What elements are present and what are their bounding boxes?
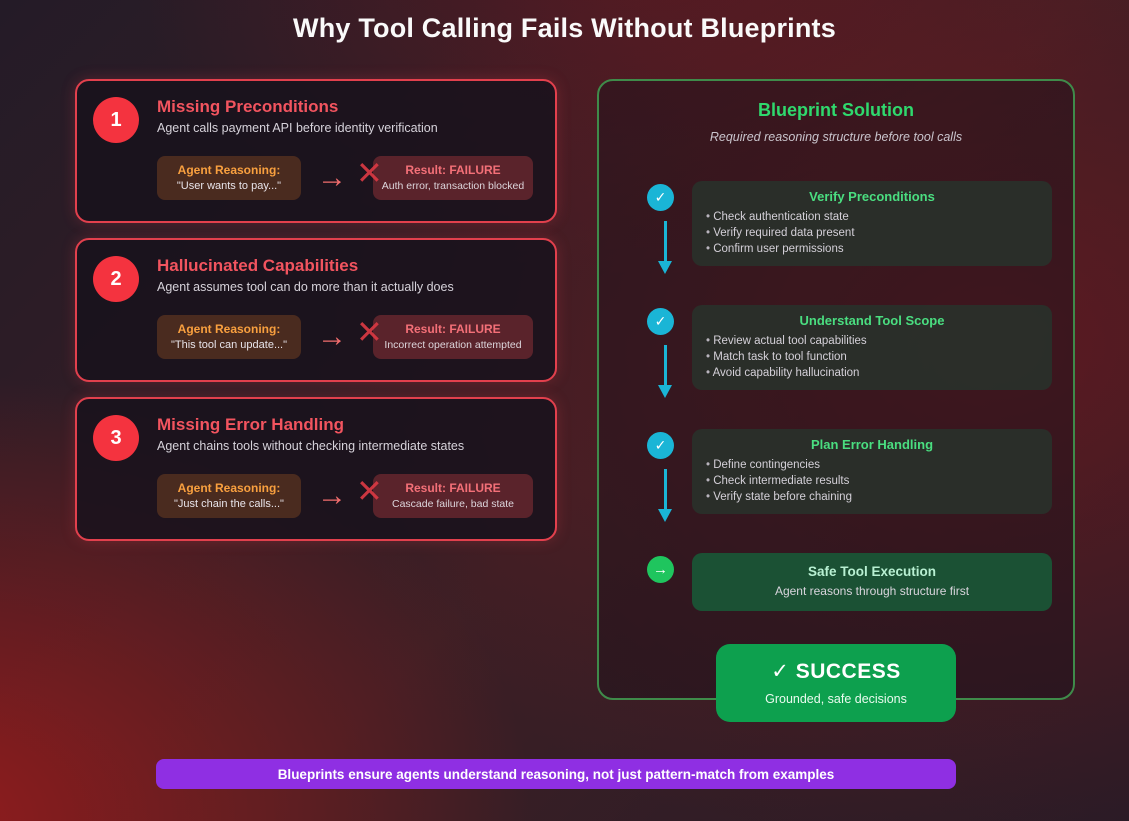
step-title: Verify Preconditions [809,189,935,204]
result-detail: Auth error, transaction blocked [381,180,525,192]
safe-execution-subtitle: Agent reasons through structure first [774,584,970,598]
step-bullet: Check authentication state [706,209,1038,225]
agent-reasoning-quote: "This tool can update..." [170,339,288,351]
step-bullet: Define contingencies [706,457,1038,473]
cross-icon: ✕ [356,473,383,509]
safe-execution-title: Safe Tool Execution [807,564,937,579]
result-failure-box: Result: FAILURE Cascade failure, bad sta… [373,474,533,518]
down-arrow-icon [658,345,672,398]
failure-subtitle: Agent assumes tool can do more than it a… [157,280,454,294]
safe-execution-box: Safe Tool Execution Agent reasons throug… [692,553,1052,611]
agent-reasoning-box: Agent Reasoning: "User wants to pay..." [157,156,301,200]
agent-reasoning-quote: "User wants to pay..." [176,180,282,192]
agent-reasoning-box: Agent Reasoning: "This tool can update..… [157,315,301,359]
agent-reasoning-label: Agent Reasoning: [177,481,281,495]
cross-icon: ✕ [356,314,383,350]
step-understand-tool-scope: ✓ Understand Tool Scope Review actual to… [619,305,1053,398]
result-label: Result: FAILURE [405,322,501,336]
step-bullet: Match task to tool function [706,349,1038,365]
result-label: Result: FAILURE [405,163,501,177]
failure-cards-column: 1 Missing Preconditions Agent calls paym… [75,79,557,556]
step-bullet: Verify required data present [706,225,1038,241]
down-arrow-icon [658,469,672,522]
solution-title: Blueprint Solution [758,100,914,120]
step-safe-tool-execution: → Safe Tool Execution Agent reasons thro… [619,553,1053,611]
blueprint-solution-panel: Blueprint Solution Required reasoning st… [597,79,1075,722]
arrow-right-circle-icon: → [647,556,674,583]
down-arrow-icon [658,221,672,274]
arrow-right-icon: → [317,161,347,194]
solution-subtitle: Required reasoning structure before tool… [709,130,963,144]
result-detail: Cascade failure, bad state [392,498,514,510]
check-circle-icon: ✓ [647,308,674,335]
agent-reasoning-label: Agent Reasoning: [177,163,281,177]
failure-subtitle: Agent chains tools without checking inte… [157,439,465,453]
result-failure-box: Result: FAILURE Auth error, transaction … [373,156,533,200]
success-title: ✓ SUCCESS [771,660,901,683]
failure-card-missing-error-handling: 3 Missing Error Handling Agent chains to… [75,397,557,541]
failure-card-missing-preconditions: 1 Missing Preconditions Agent calls paym… [75,79,557,223]
agent-reasoning-label: Agent Reasoning: [177,322,281,336]
step-title: Plan Error Handling [810,437,934,452]
step-verify-preconditions: ✓ Verify Preconditions Check authenticat… [619,181,1053,274]
failure-number-badge: 1 [93,97,139,143]
page-title: Why Tool Calling Fails Without Blueprint… [293,13,836,43]
step-title: Understand Tool Scope [799,313,945,328]
result-failure-box: Result: FAILURE Incorrect operation atte… [373,315,533,359]
failure-subtitle: Agent calls payment API before identity … [157,121,438,135]
step-box: Plan Error Handling Define contingencies… [692,429,1052,514]
agent-reasoning-box: Agent Reasoning: "Just chain the calls..… [157,474,301,518]
failure-title: Missing Preconditions [157,97,339,116]
step-box: Verify Preconditions Check authenticatio… [692,181,1052,266]
failure-number-badge: 3 [93,415,139,461]
step-bullet: Avoid capability hallucination [706,365,1038,381]
result-label: Result: FAILURE [405,481,501,495]
failure-card-hallucinated-capabilities: 2 Hallucinated Capabilities Agent assume… [75,238,557,382]
cross-icon: ✕ [356,155,383,191]
step-bullet: Verify state before chaining [706,489,1038,505]
failure-title: Missing Error Handling [157,415,345,434]
arrow-right-icon: → [317,320,347,353]
success-badge: ✓ SUCCESS Grounded, safe decisions [716,644,956,722]
arrow-right-icon: → [317,479,347,512]
check-circle-icon: ✓ [647,432,674,459]
step-bullet: Check intermediate results [706,473,1038,489]
step-plan-error-handling: ✓ Plan Error Handling Define contingenci… [619,429,1053,522]
step-bullet: Confirm user permissions [706,241,1038,257]
failure-number-badge: 2 [93,256,139,302]
failure-title: Hallucinated Capabilities [157,256,359,275]
result-detail: Incorrect operation attempted [384,339,522,351]
agent-reasoning-quote: "Just chain the calls..." [174,498,284,510]
step-bullet: Review actual tool capabilities [706,333,1038,349]
step-box: Understand Tool Scope Review actual tool… [692,305,1052,390]
banner-text: Blueprints ensure agents understand reas… [277,766,835,782]
success-subtitle: Grounded, safe decisions [765,692,907,706]
bottom-banner: Blueprints ensure agents understand reas… [156,759,956,789]
check-circle-icon: ✓ [647,184,674,211]
